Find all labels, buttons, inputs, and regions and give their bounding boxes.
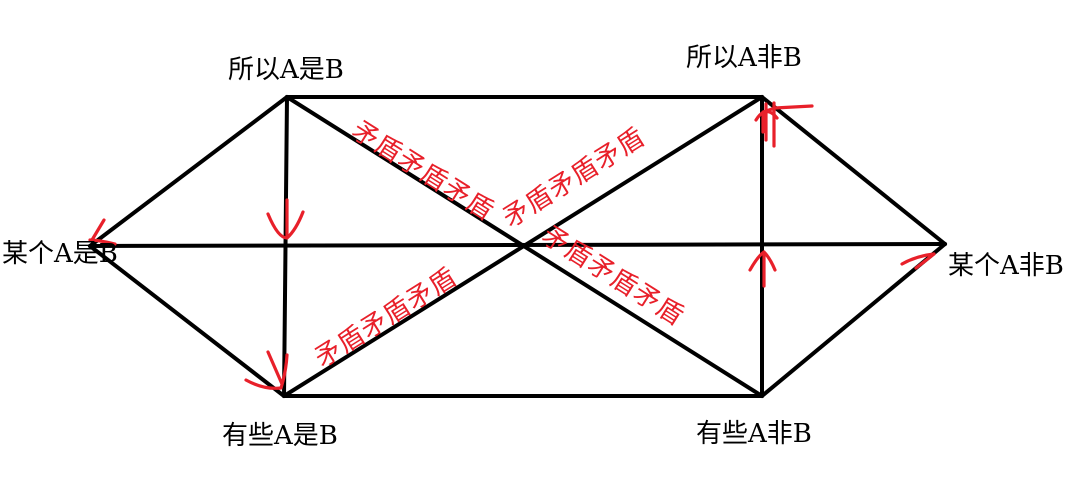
inference-arrows bbox=[88, 101, 936, 390]
arrow-right-node-icon bbox=[900, 252, 936, 270]
node-labels: 所以A是B 所以A非B 某个A是B 某个A非B 有些A是B 有些A非B bbox=[2, 43, 1064, 451]
edge-left-upper bbox=[88, 95, 289, 248]
node-label-all-a-is-b: 所以A是B bbox=[228, 55, 344, 85]
contradiction-label-center-tr: 矛盾矛盾矛盾 bbox=[498, 122, 651, 234]
arrow-right-up-top-icon bbox=[754, 101, 814, 148]
arrow-right-up-mid-icon bbox=[748, 250, 777, 288]
arrow-left-down-bottom-icon bbox=[244, 350, 289, 390]
arrow-left-down-mid-icon bbox=[266, 198, 305, 240]
arrow-left-node-icon bbox=[88, 218, 117, 246]
contradiction-label-center-br: 矛盾矛盾矛盾 bbox=[536, 221, 689, 333]
edge-left-lower bbox=[88, 244, 286, 398]
edge-right-lower bbox=[760, 242, 947, 398]
node-label-some-a-is-b: 有些A是B bbox=[222, 421, 338, 451]
edge-middle-horizontal bbox=[88, 242, 947, 248]
edge-diagonal-bl-tr bbox=[282, 95, 764, 398]
node-label-one-a-is-b: 某个A是B bbox=[2, 239, 118, 269]
node-label-all-a-not-b: 所以A非B bbox=[686, 43, 802, 73]
diagram-edges bbox=[88, 95, 947, 398]
contradiction-label-tl-br: 矛盾矛盾矛盾 bbox=[346, 116, 499, 228]
contradiction-label-bl-center: 矛盾矛盾矛盾 bbox=[310, 262, 463, 374]
edge-right-upper bbox=[760, 95, 947, 246]
node-label-some-a-not-b: 有些A非B bbox=[696, 419, 812, 449]
node-label-one-a-not-b: 某个A非B bbox=[948, 251, 1064, 281]
